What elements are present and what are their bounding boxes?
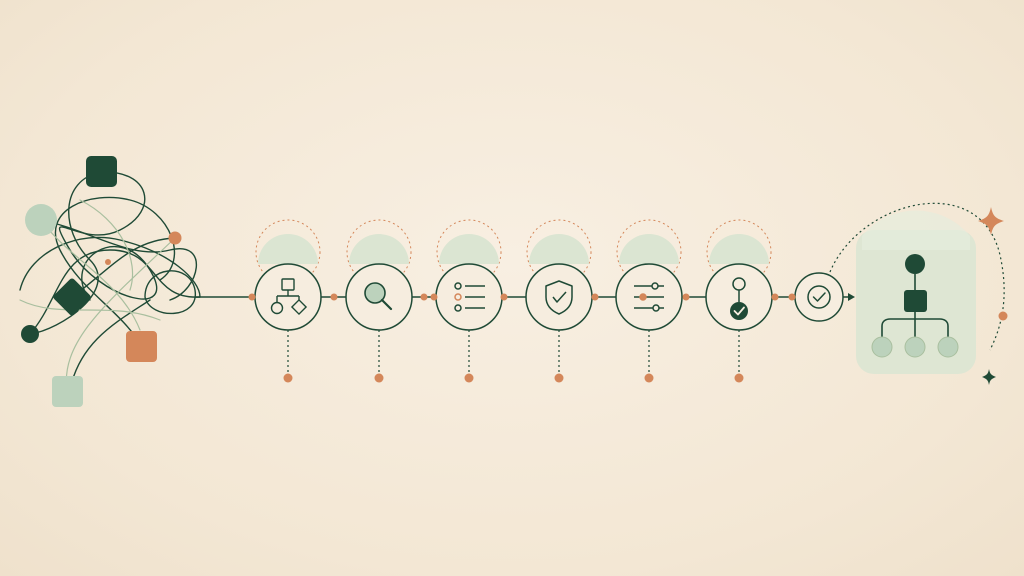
input-node-dot-orange (105, 259, 111, 265)
input-node-square-dark (86, 156, 117, 187)
input-node-circle-sage (25, 204, 57, 236)
tangled-secondary-lines (19, 199, 176, 391)
small-sparkle-icon (982, 369, 996, 385)
output-dotted-arc (829, 202, 1005, 351)
input-node-diamond-dark (53, 278, 91, 316)
pipeline-step-6 (705, 219, 773, 383)
flowchart-icon (270, 278, 308, 316)
output-structure (829, 202, 1008, 385)
magnifier-icon (364, 282, 393, 311)
shield-check-icon (545, 280, 573, 315)
pipeline-step-1 (254, 219, 322, 383)
pipeline-step-3 (435, 219, 503, 383)
pipeline-step-7 (794, 272, 844, 322)
hierarchy-tree-icon (871, 254, 959, 358)
sparkle-icon (978, 207, 1004, 235)
pipeline-step-5 (615, 219, 683, 383)
connector-dots (248, 293, 796, 301)
node-verified-icon (730, 277, 748, 320)
input-node-circle-orange (168, 231, 182, 245)
check-circle-icon (807, 285, 831, 309)
pipeline-step-2 (345, 219, 413, 383)
input-node-square-sage (52, 376, 83, 407)
arrow-head (848, 293, 855, 301)
checklist-icon (454, 282, 485, 312)
tangled-input-lines (19, 171, 201, 391)
sliders-icon (634, 282, 664, 312)
pipeline-step-4 (525, 219, 593, 383)
input-node-circle-dark (21, 325, 39, 343)
input-node-square-orange (126, 331, 157, 362)
